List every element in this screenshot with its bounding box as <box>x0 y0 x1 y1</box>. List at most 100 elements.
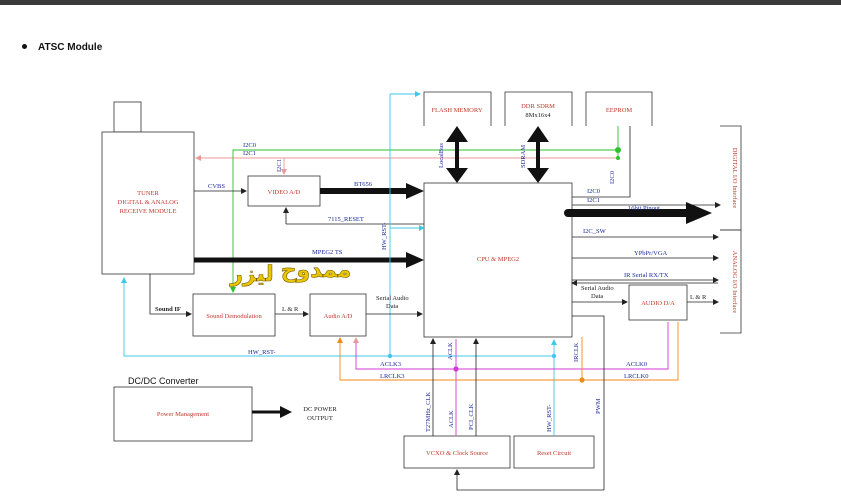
sdram-bus-arrow: SDRAM <box>520 126 549 183</box>
svg-text:Sound IF: Sound IF <box>155 306 181 313</box>
svg-text:I2C0: I2C0 <box>587 188 600 195</box>
svg-text:HW_RST-: HW_RST- <box>546 404 553 432</box>
top-bar <box>0 0 841 5</box>
sound-demod-block: Sound Demodulation <box>192 293 276 337</box>
svg-text:I2C1: I2C1 <box>276 159 283 172</box>
svg-text:HW_RST-: HW_RST- <box>248 349 276 356</box>
svg-text:Serial Audio: Serial Audio <box>581 285 614 292</box>
svg-text:Data: Data <box>386 303 398 310</box>
svg-text:LRCLK0: LRCLK0 <box>624 373 649 380</box>
i2c0-green-line: I2C0 <box>230 126 621 293</box>
serial-audio-right-line: Serial Audio Data <box>572 285 628 305</box>
localbus-arrow: LocalBus <box>438 126 468 183</box>
svg-text:DIGITAL & ANALOG: DIGITAL & ANALOG <box>118 199 179 206</box>
svg-text:PWM: PWM <box>595 398 602 414</box>
sound-if-line: Sound IF <box>149 274 192 317</box>
watermark: ممدوح ليزر <box>229 258 352 288</box>
tuner-block: TUNER DIGITAL & ANALOG RECEIVE MODULE <box>101 101 195 275</box>
svg-text:TUNER: TUNER <box>137 190 159 197</box>
flash-memory-block: FLASH MEMORY <box>423 91 492 126</box>
cpu-mpeg2-block: CPU & MPEG2 <box>423 182 573 338</box>
svg-text:LocalBus: LocalBus <box>438 143 445 168</box>
svg-text:Audio A/D: Audio A/D <box>324 313 353 320</box>
ypbpr-line: YPbPr/VGA <box>572 250 719 261</box>
video-ad-block: VIDEO A/D <box>247 175 321 207</box>
svg-text:OUTPUT: OUTPUT <box>307 415 333 422</box>
svg-text:I2C0: I2C0 <box>243 142 256 149</box>
svg-text:L & R: L & R <box>690 294 707 301</box>
bit16-pinout-arrow: 16bit Pinout <box>564 202 712 224</box>
svg-text:CPU & MPEG2: CPU & MPEG2 <box>477 256 519 263</box>
svg-text:16bit Pinout: 16bit Pinout <box>628 205 660 212</box>
svg-text:I2C_SW: I2C_SW <box>583 228 607 235</box>
lr-left-line: L & R <box>275 306 309 317</box>
svg-text:T27MHz_CLK: T27MHz_CLK <box>425 392 432 432</box>
cvbs-line: CVBS <box>194 183 247 194</box>
svg-text:SDRAM: SDRAM <box>520 145 527 168</box>
svg-text:ACLK: ACLK <box>447 342 454 360</box>
heading-text: ATSC Module <box>38 42 103 53</box>
bottom-loop-line <box>454 469 604 491</box>
bt656-line: BT656 <box>320 181 424 199</box>
svg-text:DC/DC Converter: DC/DC Converter <box>128 376 199 386</box>
aclk-magenta-lines: ACLK3 ACLK0 ACLK <box>353 322 669 436</box>
svg-text:AUDIO D/A: AUDIO D/A <box>641 300 675 307</box>
svg-text:ممدوح: ممدوح <box>281 258 352 283</box>
i2c0-right-lines: I2C0 I2C0 I2C1 <box>572 126 721 208</box>
dc-power-output-arrow <box>252 406 292 418</box>
svg-text:ACLK0: ACLK0 <box>626 361 647 368</box>
svg-text:7115_RESET: 7115_RESET <box>328 216 364 223</box>
svg-text:8Mx16x4: 8Mx16x4 <box>525 112 551 119</box>
ddr-sdram-block: DDR SDRM 8Mx16x4 <box>504 91 573 126</box>
section-heading: ATSC Module <box>22 42 102 53</box>
i2c-sw-line: I2C_SW <box>572 228 719 240</box>
hwrst-cyan-line: HW_RST- HW_RST- <box>121 91 557 436</box>
reset-circuit-block: Reset Circuit <box>513 435 595 469</box>
reset-circuit-line: HW_RST- <box>546 404 553 432</box>
svg-text:Reset Circuit: Reset Circuit <box>537 450 571 457</box>
svg-text:Power Management: Power Management <box>157 411 209 418</box>
digital-io-interface: DIGITAL I/O Interface <box>720 125 742 231</box>
svg-text:FLASH MEMORY: FLASH MEMORY <box>431 107 482 114</box>
audio-da-block: AUDIO D/A <box>628 284 688 321</box>
i2c1-top-line: I2C1 I2C1 <box>195 150 618 175</box>
analog-io-interface: ANALOG I/O Interface <box>720 229 742 334</box>
svg-text:ACLK: ACLK <box>448 410 455 428</box>
svg-text:DC POWER: DC POWER <box>303 406 337 413</box>
svg-text:ACLK3: ACLK3 <box>380 361 401 368</box>
svg-text:DDR SDRM: DDR SDRM <box>521 103 555 110</box>
svg-text:IRCLK: IRCLK <box>573 342 580 362</box>
svg-text:MPEG2 TS: MPEG2 TS <box>312 249 343 256</box>
svg-text:LRCLK3: LRCLK3 <box>380 373 405 380</box>
svg-text:Sound Demodulation: Sound Demodulation <box>206 313 262 320</box>
vcxo-clock-lines: T27MHz_CLK ACLK PCI_CLK <box>425 338 479 436</box>
pwm-line: PWM <box>572 315 605 490</box>
svg-text:DIGITAL I/O Interface: DIGITAL I/O Interface <box>731 148 738 209</box>
bullet-icon <box>22 43 27 49</box>
svg-text:I2C0: I2C0 <box>609 171 616 184</box>
svg-text:HW_RST-: HW_RST- <box>381 222 388 250</box>
svg-text:PCI_CLK: PCI_CLK <box>468 403 475 430</box>
svg-text:ليزر: ليزر <box>229 262 274 287</box>
eeprom-block: EEPROM <box>585 91 653 126</box>
reset7115-line: 7115_RESET <box>283 207 424 225</box>
svg-text:ANALOG I/O Interface: ANALOG I/O Interface <box>731 251 738 314</box>
svg-text:CVBS: CVBS <box>208 183 225 190</box>
audio-ad-block: Audio A/D <box>309 293 367 337</box>
dc-power-output-label: DC POWER OUTPUT <box>303 406 337 422</box>
lr-right-line: L & R <box>687 294 719 305</box>
svg-text:IR Serial RX/TX: IR Serial RX/TX <box>624 272 669 279</box>
vcxo-block: VCXO & Clock Source <box>403 435 511 469</box>
svg-text:YPbPr/VGA: YPbPr/VGA <box>634 250 668 257</box>
mpeg2ts-line: MPEG2 TS <box>194 249 424 268</box>
svg-text:VIDEO A/D: VIDEO A/D <box>268 189 301 196</box>
svg-text:EEPROM: EEPROM <box>606 107 633 114</box>
svg-text:VCXO & Clock Source: VCXO & Clock Source <box>426 450 488 457</box>
serial-audio-left-line: Serial Audio Data <box>366 295 423 317</box>
svg-text:I2C1: I2C1 <box>587 197 600 204</box>
ir-serial-line: IR Serial RX/TX <box>571 272 719 286</box>
dcdc-block: DC/DC Converter Power Management <box>113 376 253 442</box>
svg-text:L & R: L & R <box>282 306 299 313</box>
svg-text:I2C1: I2C1 <box>243 150 256 157</box>
